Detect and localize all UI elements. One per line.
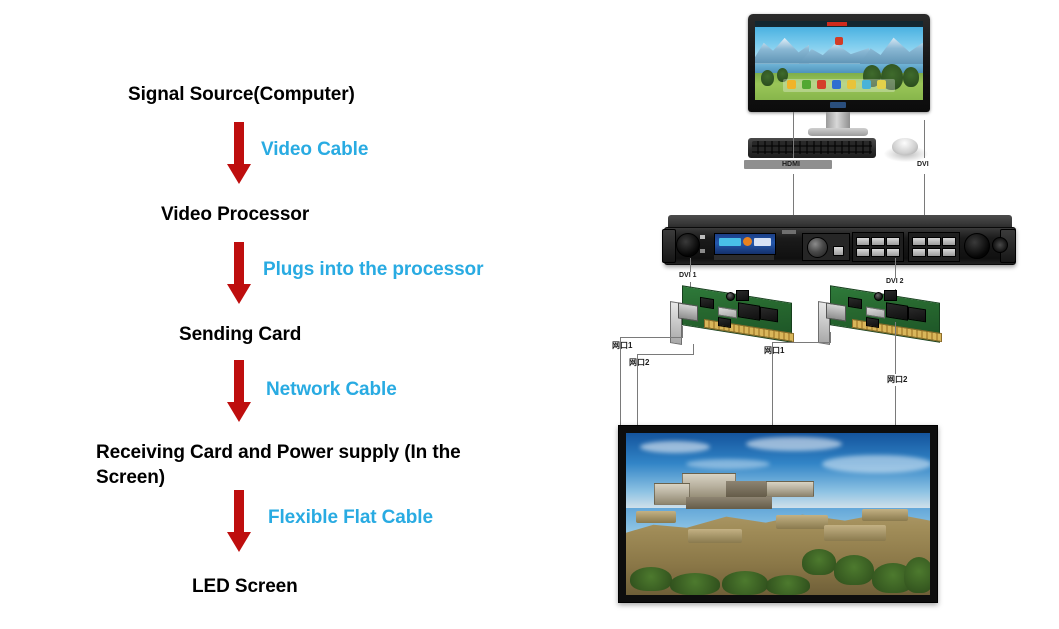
port-label-hdmi: HDMI xyxy=(782,161,800,168)
processor-lcd-display xyxy=(714,233,776,255)
sending-card-chip xyxy=(760,306,778,323)
line-card1-port1-v xyxy=(620,337,621,425)
processor-knob-panel xyxy=(802,233,850,261)
monitor-stand-neck xyxy=(826,112,850,130)
processor-key[interactable] xyxy=(942,248,956,257)
processor-key[interactable] xyxy=(856,237,870,246)
flow-arrow-3 xyxy=(224,360,254,424)
keyboard xyxy=(748,138,876,158)
processor-key[interactable] xyxy=(886,248,900,257)
flow-step-led-screen: LED Screen xyxy=(192,576,298,597)
processor-vent xyxy=(782,230,796,234)
desktop-dock xyxy=(783,79,895,92)
line-monitor-hdmi-lower xyxy=(793,174,794,220)
monitor-logo xyxy=(830,102,846,108)
port-label-card1-net-1: 网口1 xyxy=(612,341,633,350)
flow-step-sending-card: Sending Card xyxy=(179,324,302,345)
flow-arrow-4 xyxy=(224,490,254,554)
sending-card-rj45-port xyxy=(826,302,846,322)
processor-key[interactable] xyxy=(927,237,941,246)
line-card2-port2-v xyxy=(895,386,896,425)
led-screen xyxy=(618,425,938,603)
processor-label-strip xyxy=(714,255,774,260)
sending-card-1 xyxy=(660,285,800,350)
flow-arrow-2 xyxy=(224,242,254,306)
video-processor xyxy=(662,215,1018,271)
port-label-dvi: DVI xyxy=(917,161,929,168)
line-card1-port1-stub xyxy=(682,326,683,338)
sending-card-chip xyxy=(718,316,731,329)
line-processor-dvi1-upper xyxy=(690,258,691,272)
processor-keypad-right xyxy=(908,232,960,262)
flow-connection-flexible-flat-cable: Flexible Flat Cable xyxy=(268,507,433,528)
processor-rotary-knob[interactable] xyxy=(807,237,828,258)
processor-keypad-left xyxy=(852,232,904,262)
processor-output-connector xyxy=(964,233,990,259)
processor-key[interactable] xyxy=(912,237,926,246)
monitor-stand-base xyxy=(808,128,868,136)
line-monitor-hdmi-upper xyxy=(793,112,794,158)
sending-card-capacitor xyxy=(874,292,883,301)
sending-card-capacitor xyxy=(726,292,735,301)
processor-key[interactable] xyxy=(871,248,885,257)
port-label-processor-dvi-2: DVI 2 xyxy=(886,278,904,285)
led-fort-wall xyxy=(766,481,814,497)
sending-card-2 xyxy=(808,285,948,350)
line-monitor-dvi-upper xyxy=(924,120,925,158)
processor-top-panel xyxy=(668,215,1012,229)
line-card1-port2-stub xyxy=(693,344,694,355)
line-processor-dvi2-upper xyxy=(895,258,896,278)
flow-connection-video-cable: Video Cable xyxy=(261,139,369,160)
watermark-bar xyxy=(744,160,832,169)
sending-card-connector xyxy=(884,290,897,301)
flow-step-signal-source: Signal Source(Computer) xyxy=(128,84,355,105)
line-card2-port1-stub xyxy=(830,332,831,343)
line-monitor-dvi-lower xyxy=(924,174,925,220)
flow-connection-network-cable: Network Cable xyxy=(266,379,397,400)
flow-step-receiving-card: Receiving Card and Power supply (In the … xyxy=(96,442,461,488)
flow-connection-plugs-into-processor: Plugs into the processor xyxy=(263,259,484,280)
line-card1-port2-h xyxy=(637,354,693,355)
line-card1-port2-v xyxy=(637,354,638,425)
processor-key[interactable] xyxy=(871,237,885,246)
processor-knob-button[interactable] xyxy=(833,246,844,256)
port-label-card2-net-2: 网口2 xyxy=(887,375,908,384)
line-card1-port1-h xyxy=(620,337,682,338)
led-screen-content xyxy=(626,433,930,595)
sending-card-chip xyxy=(848,296,862,310)
sending-card-chip xyxy=(908,306,926,323)
led-fort-left xyxy=(654,483,690,505)
monitor-screen xyxy=(755,21,923,100)
processor-vent-grill xyxy=(992,237,1008,253)
computer-monitor xyxy=(740,14,940,169)
processor-rack-ear-left xyxy=(662,229,676,263)
sending-card-chip xyxy=(866,316,879,329)
sending-card-connector xyxy=(736,290,749,301)
led-fort-right xyxy=(726,481,770,497)
processor-led-on xyxy=(700,235,705,239)
line-card2-port1-v xyxy=(772,342,773,425)
sending-card-chip xyxy=(700,296,714,310)
port-label-card1-net-2: 网口2 xyxy=(629,358,650,367)
line-card2-port1-h xyxy=(772,342,830,343)
flow-arrow-1 xyxy=(224,122,254,186)
processor-key[interactable] xyxy=(927,248,941,257)
processor-key[interactable] xyxy=(912,248,926,257)
flow-step-video-processor: Video Processor xyxy=(161,204,310,225)
processor-key[interactable] xyxy=(942,237,956,246)
processor-led-off xyxy=(700,249,705,253)
port-label-card2-net-1: 网口1 xyxy=(764,346,785,355)
led-fort-base xyxy=(686,497,772,509)
line-card2-port2-stub xyxy=(895,322,896,374)
port-label-processor-dvi-1: DVI 1 xyxy=(679,272,697,279)
processor-power-connector xyxy=(676,233,700,257)
processor-key[interactable] xyxy=(856,248,870,257)
processor-key[interactable] xyxy=(886,237,900,246)
mouse xyxy=(892,138,918,155)
sending-card-rj45-port xyxy=(678,302,698,322)
